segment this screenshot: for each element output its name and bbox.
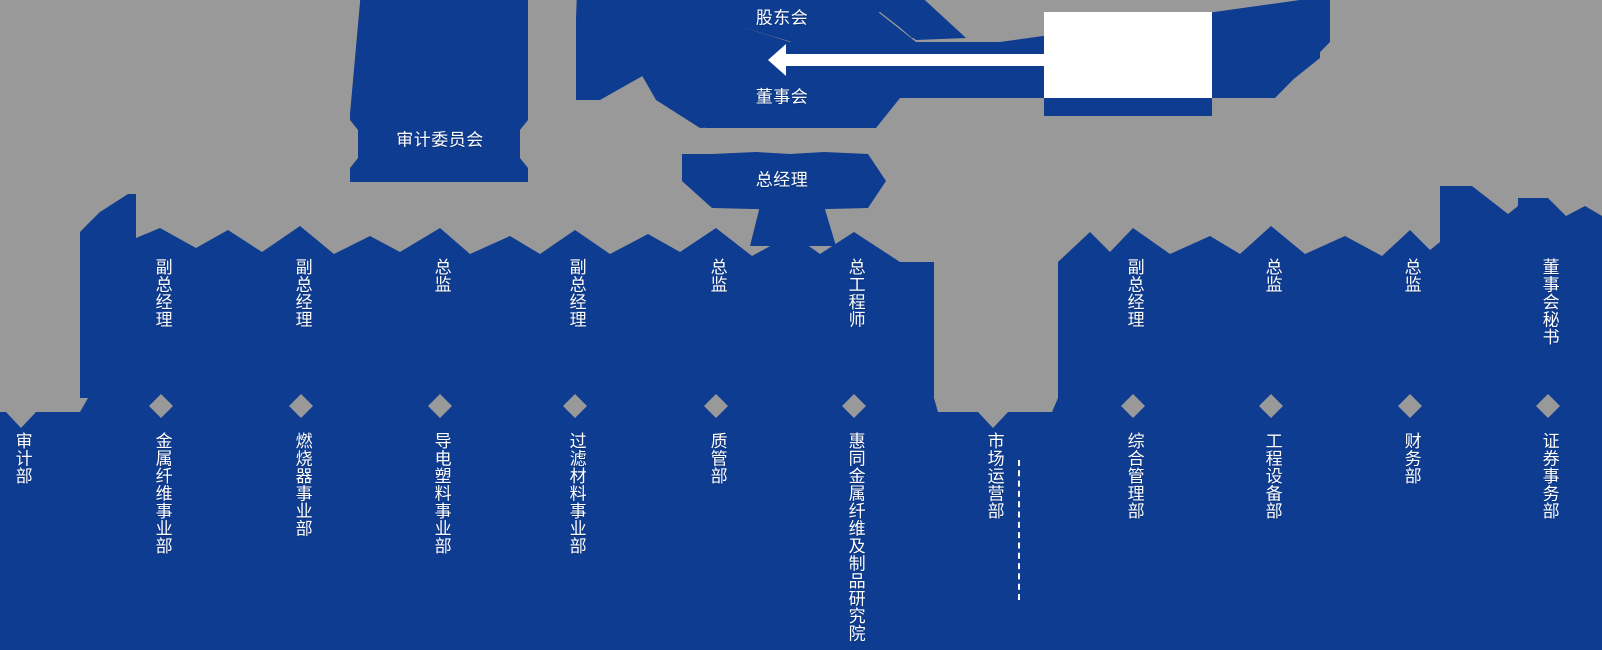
manager-band-left[interactable] [80, 194, 934, 398]
board-callout-connector [768, 44, 1048, 76]
diamond-marker-general-admin [1121, 394, 1145, 418]
empty-callout-box[interactable] [1044, 12, 1212, 98]
diamond-marker-filter-material [563, 394, 587, 418]
audit-committee-node-shape[interactable] [350, 0, 528, 182]
market-operation-arrow-notch [934, 398, 1058, 428]
audit-dept-arrow-notch [0, 398, 88, 428]
department-field [0, 398, 1602, 650]
shareholders-node-body[interactable] [576, 0, 966, 100]
board-node-pill[interactable] [660, 66, 900, 128]
department-markers [149, 394, 1560, 418]
general-manager-node-shape[interactable] [682, 152, 886, 210]
diamond-marker-quality-control [704, 394, 728, 418]
manager-band-right[interactable] [1058, 186, 1602, 398]
diamond-marker-finance [1398, 394, 1422, 418]
diamond-marker-metal-fiber [149, 394, 173, 418]
diamond-marker-research-institute [842, 394, 866, 418]
gm-to-band-connector [750, 206, 836, 246]
diamond-marker-securities [1536, 394, 1560, 418]
diamond-marker-burner [289, 394, 313, 418]
diamond-marker-engineering-equip [1259, 394, 1283, 418]
diamond-marker-conductive-plastic [428, 394, 452, 418]
